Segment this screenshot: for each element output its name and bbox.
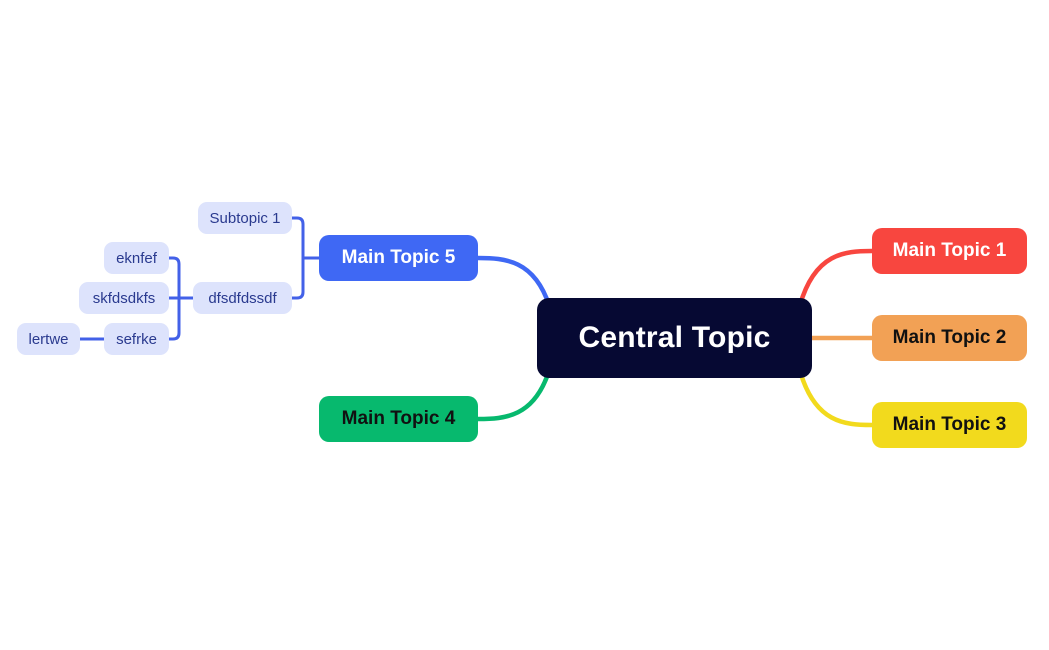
- subtopic-eknfef-node[interactable]: eknfef: [104, 242, 169, 274]
- connector-bracket-level1: [290, 216, 305, 300]
- connector-central-to-main-topic-1: [797, 248, 875, 308]
- central-topic-node[interactable]: Central Topic: [537, 298, 812, 378]
- main-topic-5-node[interactable]: Main Topic 5: [319, 235, 478, 281]
- subtopic-lertwe-node[interactable]: lertwe: [17, 323, 80, 355]
- main-topic-3-node[interactable]: Main Topic 3: [872, 402, 1027, 448]
- subtopic-skfdsdkfs-node[interactable]: skfdsdkfs: [79, 282, 169, 314]
- subtopic-1-node[interactable]: Subtopic 1: [198, 202, 292, 234]
- subtopic-dfsdfdssdf-node[interactable]: dfsdfdssdf: [193, 282, 292, 314]
- connector-bracket-level2: [167, 256, 181, 341]
- main-topic-1-node[interactable]: Main Topic 1: [872, 228, 1027, 274]
- subtopic-sefrke-node[interactable]: sefrke: [104, 323, 169, 355]
- connector-central-to-main-topic-3: [797, 368, 875, 428]
- main-topic-2-node[interactable]: Main Topic 2: [872, 315, 1027, 361]
- connector-central-to-main-topic-4: [475, 368, 552, 422]
- main-topic-4-node[interactable]: Main Topic 4: [319, 396, 478, 442]
- connector-central-to-main-topic-5: [475, 255, 552, 308]
